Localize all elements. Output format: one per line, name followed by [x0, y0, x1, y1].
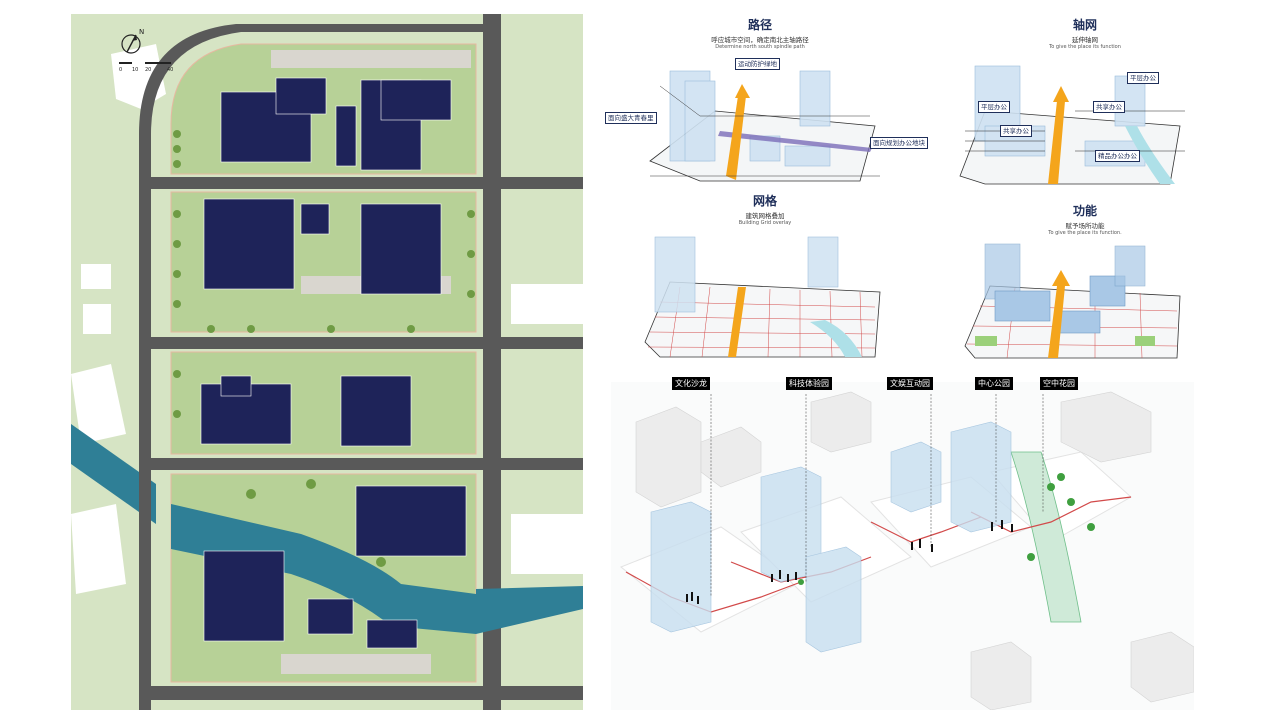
axis-diagram: [959, 65, 1185, 185]
road-network: [139, 14, 583, 710]
people-figures: [686, 520, 1013, 604]
zone-label-entertainment-park: 文娱互动园: [887, 377, 933, 390]
axis-subtitle-en: To give the place its function: [1049, 44, 1121, 50]
canal: [171, 504, 476, 634]
path-subtitle-en: Determine north south spindle path: [715, 44, 805, 50]
arrow-up-icon: [1052, 270, 1070, 286]
grid-lines: [647, 286, 876, 358]
function-title: 功能: [1072, 204, 1097, 218]
axis-label-5: 精品办公办公: [1095, 150, 1140, 162]
path-label-west: 面向盛大青春里: [605, 112, 657, 124]
path-subtitle: 呼应城市空间，确定南北主轴路径: [711, 36, 809, 44]
function-subtitle-en: To give the place its function.: [1048, 230, 1122, 236]
axis-title: 轴网: [1072, 18, 1097, 32]
grid-diagram: [644, 236, 881, 358]
axis-subtitle: 延伸轴网: [1072, 36, 1098, 44]
axis-label-2: 平层办公: [978, 101, 1010, 113]
axis-label-4: 共享办公: [1000, 125, 1032, 137]
diagram-title-axis: 轴网 延伸轴网 To give the place its function: [1005, 16, 1165, 50]
river-west: [71, 424, 156, 524]
function-volumes: [984, 243, 1146, 334]
axis-path: [1048, 101, 1065, 184]
context-masses: [635, 391, 1194, 710]
arrow-up-icon: [1053, 86, 1069, 102]
zone-label-central-park: 中心公园: [975, 377, 1013, 390]
grid-subtitle: 建筑网格叠加: [745, 212, 785, 220]
path-label-east: 面向规划办公地块: [870, 137, 928, 149]
path-title: 路径: [747, 18, 772, 32]
axis-path: [728, 287, 746, 357]
scale-label: 20: [145, 67, 151, 73]
canal-east: [476, 586, 583, 634]
master-plan: N 0 10 20 40: [71, 14, 583, 710]
function-diagram: [964, 243, 1181, 359]
north-arrow-icon: N: [121, 28, 144, 54]
grid-subtitle-en: Building Grid overlay: [738, 220, 792, 226]
diagram-title-grid: 网格 建筑网格叠加 Building Grid overlay: [685, 192, 845, 226]
diagram-title-function: 功能 赋予场所功能 To give the place its function…: [1005, 202, 1165, 236]
axonometric-view: [611, 382, 1194, 710]
grid-title: 网格: [752, 194, 777, 208]
path-diagram: [649, 70, 880, 182]
trees: [173, 130, 475, 567]
scale-label: 0: [119, 67, 122, 73]
axis-path: [1048, 286, 1065, 358]
axis-path: [726, 96, 746, 180]
arrow-up-icon: [735, 84, 750, 98]
scale-label: 40: [167, 67, 173, 73]
zone-label-culture-salon: 文化沙龙: [672, 377, 710, 390]
scale-label: 10: [132, 67, 138, 73]
axis-label-3: 共享办公: [1093, 101, 1125, 113]
path-label-green: 运动防护绿地: [735, 58, 780, 70]
axis-label-1: 平层办公: [1127, 72, 1159, 84]
function-subtitle: 赋予场所功能: [1065, 222, 1105, 230]
diagram-title-path: 路径 呼应城市空间，确定南北主轴路径 Determine north south…: [680, 16, 840, 50]
zone-label-tech-park: 科技体验园: [786, 377, 832, 390]
scale-bar: 0 10 20 40: [119, 62, 173, 73]
zone-label-sky-garden: 空中花园: [1040, 377, 1078, 390]
buildings: [200, 77, 467, 649]
tree-icons: [798, 473, 1095, 585]
leader-lines: [710, 394, 1044, 597]
north-symbol: N: [139, 28, 144, 36]
